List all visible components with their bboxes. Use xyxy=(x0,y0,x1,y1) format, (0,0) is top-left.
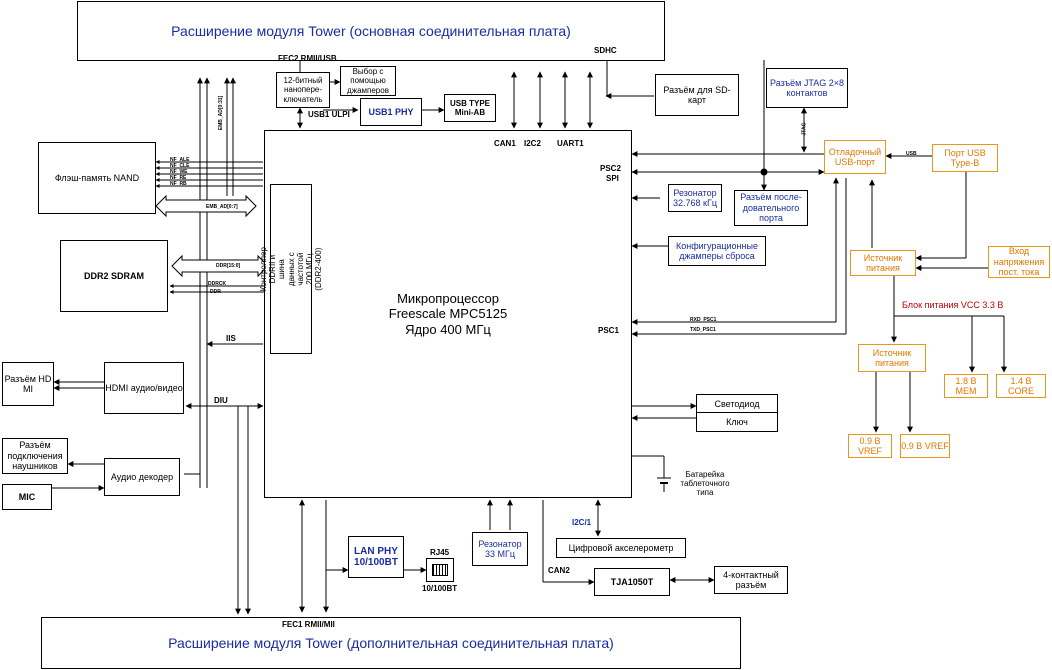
nf-4-label: NF_RE xyxy=(170,175,187,181)
hdmi-av-box: HDMI аудио/видео xyxy=(104,362,184,414)
uart1-label: UART1 xyxy=(557,139,584,148)
accelerometer-box: Цифровой акселерометр xyxy=(556,538,686,558)
v09-vref-a-box: 0.9 В VREF xyxy=(848,434,892,458)
rj45-icon xyxy=(426,558,454,582)
v18-mem-box: 1.8 В MEM xyxy=(944,374,988,398)
resonator-33m-box: Резонатор 33 МГц xyxy=(472,532,528,566)
dc-input-box: Вход напряжения пост. тока xyxy=(988,246,1050,278)
vcc-block-label: Блок питания VCC 3.3 В xyxy=(902,300,1004,310)
psc-small-2-label: TXD_PSC1 xyxy=(690,327,716,333)
ddr-controller-label: Контроллер DDRII и шина данных с частото… xyxy=(258,246,323,292)
fec1-label: FEC1 RMII/MII xyxy=(282,620,335,629)
nf-3-label: NF_WE xyxy=(170,169,188,175)
headphone-box: Разъём подключения наушников xyxy=(2,438,68,474)
mic-box: MIC xyxy=(2,484,52,510)
emb-ad-top-label: EMB_AD[0:31] xyxy=(218,95,225,131)
usb1-ulpi-label: USB1 ULPI xyxy=(308,110,350,119)
debug-usb-box: Отладочный USB-порт xyxy=(824,140,886,174)
ddr-bus-label: DDR[15:0] xyxy=(216,263,241,269)
ddr2-box: DDR2 SDRAM xyxy=(60,240,168,312)
psc2-label: PSC2 xyxy=(600,164,621,173)
resonator-32k-box: Резонатор 32.768 кГц xyxy=(668,184,722,212)
diu-label: DIU xyxy=(214,396,228,405)
i2c2-label: I2C2 xyxy=(524,139,541,148)
audio-decoder-box: Аудио декодер xyxy=(104,458,180,496)
battery-label: Батарейка таблеточного типа xyxy=(680,470,730,497)
four-pin-box: 4-контактный разъём xyxy=(714,566,788,594)
v09-vref-b-box: 0.9 В VREF xyxy=(900,434,950,458)
ddr-ctrl-a-label: DDRCK xyxy=(208,281,227,287)
can2-label: CAN2 xyxy=(548,566,570,575)
usb-miniab-box: USB TYPE Mini-AB xyxy=(444,94,496,122)
v14-core-box: 1.4 В CORE xyxy=(996,374,1046,398)
usb-small-label: USB xyxy=(906,151,917,157)
power-source-2-box: Источник питания xyxy=(858,344,926,372)
psc-small-1-label: RXD_PSC1 xyxy=(690,317,717,323)
usb-type-b-box: Порт USB Type-B xyxy=(932,144,998,172)
jumper-select-box: Выбор с помощью джамперов xyxy=(340,66,396,96)
iis-label: IIS xyxy=(226,334,236,343)
led-box: Светодиод xyxy=(696,394,778,414)
i2c1-label: I2C/1 xyxy=(572,518,592,527)
ddr-ctrl-b-label: DDR xyxy=(210,289,221,295)
nand-box: Флэш-память NAND xyxy=(38,142,156,214)
serial-port-box: Разъём после-довательного порта xyxy=(734,190,808,226)
jtag-small-label: JTAG xyxy=(801,122,808,136)
nf-1-label: NF_ALE xyxy=(170,157,190,163)
tower-main-board: Расширение модуля Tower (основная соедин… xyxy=(77,1,665,61)
tja-box: TJA1050T xyxy=(594,568,670,596)
power-source-1-box: Источник питания xyxy=(850,250,916,276)
nf-2-label: NF_CLE xyxy=(170,163,190,169)
key-box: Ключ xyxy=(696,412,778,432)
ddr-controller-box: Контроллер DDRII и шина данных с частото… xyxy=(259,184,323,354)
jtag-box: Разъём JTAG 2×8 контактов xyxy=(766,68,848,108)
cpu-title: Микропроцессор Freescale MPC5125 Ядро 40… xyxy=(388,290,508,337)
nf-5-label: NF_RB xyxy=(170,181,187,187)
tower-aux-board: Расширение модуля Tower (дополнительная … xyxy=(41,617,741,669)
psc1-label: PSC1 xyxy=(598,326,619,335)
emb-ad-nand-label: EMB_AD[0:7] xyxy=(206,204,238,210)
sd-connector-box: Разъём для SD-карт xyxy=(655,74,739,116)
cpu-box: Микропроцессор Freescale MPC5125 Ядро 40… xyxy=(264,130,632,498)
rj45-label: RJ45 xyxy=(430,548,450,557)
config-jumpers-box: Конфигурационные джамперы сброса xyxy=(668,236,766,266)
rj45-speed-label: 10/100BT xyxy=(422,584,458,593)
nanoswitch-box: 12-битный нанопере-ключатель xyxy=(276,72,330,108)
fec2-label: FEC2 RMII/USB xyxy=(278,54,337,63)
lan-phy-box: LAN PHY 10/100BT xyxy=(348,536,404,578)
usb1-phy-box: USB1 PHY xyxy=(360,98,422,126)
can1-label: CAN1 xyxy=(494,139,516,148)
hdmi-connector-box: Разъём HD MI xyxy=(2,362,54,406)
spi-label: SPI xyxy=(606,174,619,183)
sdhc-label: SDHC xyxy=(594,46,617,55)
